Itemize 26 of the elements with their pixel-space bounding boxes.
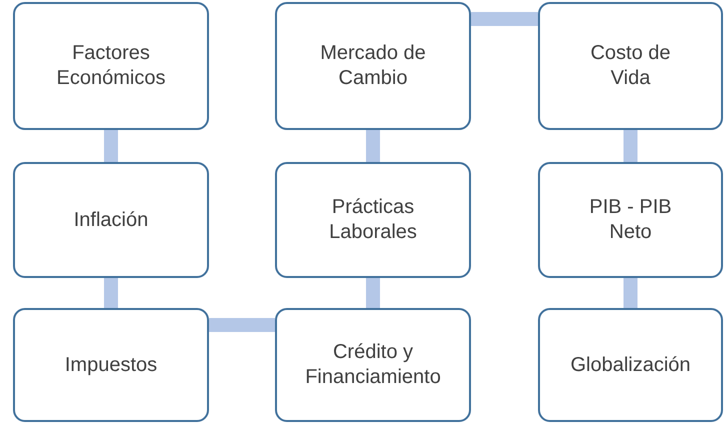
box-label: Globalización [569, 352, 692, 378]
process-box [538, 308, 723, 422]
connector-bar [366, 278, 380, 308]
box-label: PIB - PIB Neto [588, 195, 673, 245]
connector-bar [104, 278, 118, 308]
process-box [275, 2, 471, 130]
box-label: Factores Económicos [56, 41, 166, 91]
process-box [538, 2, 723, 130]
connector-bar [624, 278, 638, 308]
box-label: Costo de Vida [589, 41, 672, 91]
connector-bar [366, 130, 380, 162]
process-box [538, 162, 723, 278]
process-box [275, 162, 471, 278]
box-label: Prácticas Laborales [328, 195, 418, 245]
box-label: Inflación [72, 208, 150, 232]
process-box [13, 2, 209, 130]
connector-bar [471, 12, 538, 26]
box-label: Crédito y Financiamiento [304, 340, 442, 390]
connector-bar [624, 130, 638, 162]
connector-bar [209, 318, 275, 332]
box-label: Impuestos [64, 352, 158, 378]
process-box [13, 162, 209, 278]
connector-bar [104, 130, 118, 162]
process-box [13, 308, 209, 422]
box-label: Mercado de Cambio [319, 41, 427, 91]
process-box [275, 308, 471, 422]
